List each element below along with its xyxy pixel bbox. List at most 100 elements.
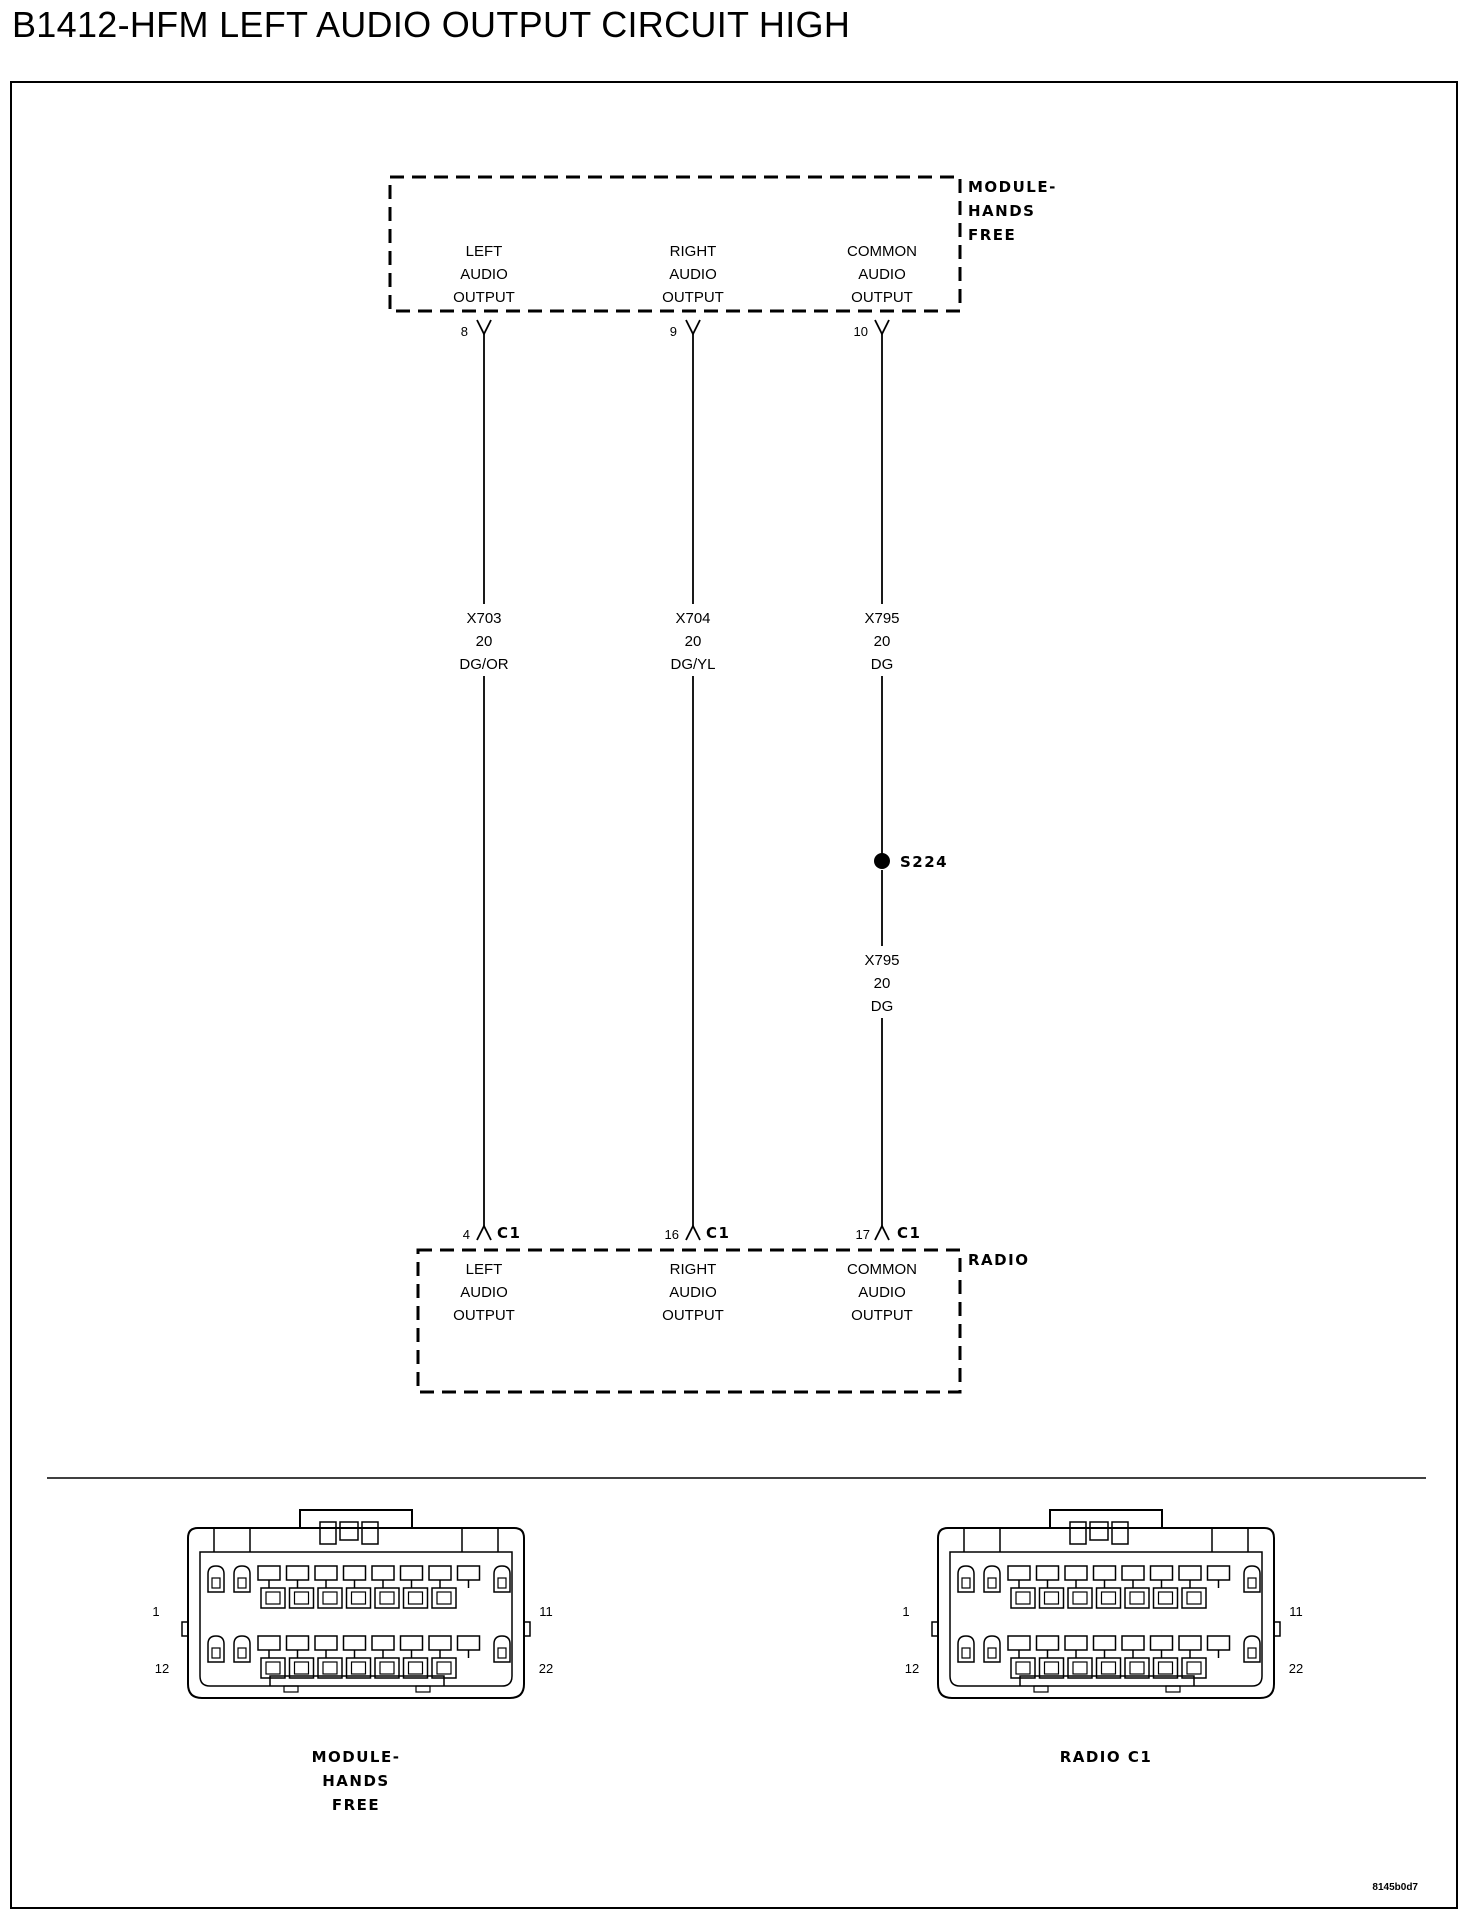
pin-cavity xyxy=(1092,1565,1117,1581)
lower-cavity xyxy=(1067,1657,1093,1679)
pin-cavity xyxy=(1178,1635,1202,1651)
lower-cavity xyxy=(1038,1587,1065,1609)
pin-terminal xyxy=(497,1647,507,1659)
lower-cavity xyxy=(374,1657,400,1679)
lower-terminal xyxy=(1043,1661,1060,1675)
lower-cavity xyxy=(1038,1657,1065,1679)
pin-terminal xyxy=(987,1647,997,1659)
lower-terminal xyxy=(322,1661,338,1675)
lower-cavity xyxy=(374,1587,400,1609)
side-key xyxy=(931,1621,939,1637)
radio-pin-17-connector: C1 xyxy=(897,1224,921,1242)
pin-terminal xyxy=(211,1577,221,1589)
svg-text:X795: X795 xyxy=(864,610,899,627)
pin-terminal xyxy=(237,1577,247,1589)
bottom-rail xyxy=(1019,1675,1195,1686)
svg-text:HANDS: HANDS xyxy=(968,202,1035,220)
pin-terminal xyxy=(237,1647,247,1659)
lower-cavity xyxy=(1095,1657,1122,1679)
lower-terminal xyxy=(1043,1591,1060,1605)
pin-cavity xyxy=(1206,1635,1231,1651)
lower-terminal xyxy=(436,1591,452,1605)
svg-text:RIGHT: RIGHT xyxy=(670,243,717,260)
radio-pin-4: 4 xyxy=(463,1227,470,1242)
svg-text:DG/YL: DG/YL xyxy=(670,656,715,673)
svg-text:OUTPUT: OUTPUT xyxy=(453,1307,515,1324)
lower-terminal xyxy=(265,1661,281,1675)
hfm-pin-9-terminal xyxy=(685,319,701,337)
pin-cavity xyxy=(1121,1565,1145,1581)
lower-terminal xyxy=(407,1591,424,1605)
pin-cavity xyxy=(957,1635,975,1663)
svg-text:OUTPUT: OUTPUT xyxy=(453,289,515,306)
lower-cavity xyxy=(431,1587,457,1609)
svg-text:AUDIO: AUDIO xyxy=(858,266,906,283)
connector-housing xyxy=(187,1527,525,1699)
pin-cavity xyxy=(1206,1565,1231,1581)
svg-text:20: 20 xyxy=(685,633,702,650)
radio-pin-16-connector: C1 xyxy=(706,1224,730,1242)
diagram-frame xyxy=(10,81,1458,1909)
pin-cavity xyxy=(1035,1565,1060,1581)
svg-text:DG/OR: DG/OR xyxy=(459,656,508,673)
lower-cavity xyxy=(1010,1587,1036,1609)
hfm-pin-10-terminal xyxy=(874,319,890,337)
lower-terminal xyxy=(1186,1661,1202,1675)
hfm-pin-8-terminal xyxy=(476,319,492,337)
lower-terminal xyxy=(350,1661,367,1675)
pin-cavity xyxy=(428,1565,452,1581)
pin-cavity xyxy=(1149,1635,1174,1651)
radio-input-right-label: RIGHT AUDIO OUTPUT xyxy=(662,1261,724,1324)
pin-cavity xyxy=(207,1565,225,1593)
svg-text:LEFT: LEFT xyxy=(466,243,503,260)
lower-cavity xyxy=(260,1657,286,1679)
radio-pin-16: 16 xyxy=(665,1227,679,1242)
lower-cavity xyxy=(1010,1657,1036,1679)
hfm-face-pin-11: 11 xyxy=(539,1604,553,1619)
lower-terminal xyxy=(1157,1591,1174,1605)
pin-cavity xyxy=(1178,1565,1202,1581)
latch-tab xyxy=(339,1521,359,1541)
latch-tab xyxy=(319,1521,337,1545)
lower-cavity xyxy=(1181,1587,1207,1609)
bottom-rail xyxy=(269,1675,445,1686)
hfm-output-common-label: COMMON AUDIO OUTPUT xyxy=(847,243,917,306)
svg-text:OUTPUT: OUTPUT xyxy=(851,289,913,306)
latch-tab xyxy=(361,1521,379,1545)
radio-face-pin-1: 1 xyxy=(902,1604,909,1619)
bottom-notch xyxy=(415,1685,431,1693)
hfm-output-right-label: RIGHT AUDIO OUTPUT xyxy=(662,243,724,306)
radio-pin-4-terminal xyxy=(476,1223,492,1241)
lower-cavity xyxy=(431,1657,457,1679)
wire-label-x795-below-splice: X795 20 DG xyxy=(864,952,899,1015)
lower-cavity xyxy=(345,1587,372,1609)
bottom-notch xyxy=(283,1685,299,1693)
svg-text:X704: X704 xyxy=(675,610,710,627)
radio-input-common-label: COMMON AUDIO OUTPUT xyxy=(847,1261,917,1324)
lower-terminal xyxy=(265,1591,281,1605)
lower-cavity xyxy=(288,1657,315,1679)
svg-text:DG: DG xyxy=(871,656,894,673)
pin-cavity xyxy=(233,1565,251,1593)
svg-text:OUTPUT: OUTPUT xyxy=(662,289,724,306)
figure-code: 8145b0d7 xyxy=(1372,1882,1418,1893)
pin-cavity xyxy=(207,1635,225,1663)
lower-cavity xyxy=(1067,1587,1093,1609)
lower-terminal xyxy=(293,1591,310,1605)
pin-cavity xyxy=(493,1565,511,1593)
pin-cavity xyxy=(285,1565,310,1581)
lower-terminal xyxy=(436,1661,452,1675)
lower-terminal xyxy=(1100,1591,1117,1605)
page-title: B1412-HFM LEFT AUDIO OUTPUT CIRCUIT HIGH xyxy=(12,4,851,45)
lower-cavity xyxy=(317,1657,343,1679)
radio-face-pin-22: 22 xyxy=(1289,1661,1303,1676)
pin-cavity xyxy=(1064,1565,1088,1581)
pin-terminal xyxy=(211,1647,221,1659)
lower-cavity xyxy=(260,1587,286,1609)
wire-label-x704: X704 20 DG/YL xyxy=(670,610,715,673)
hfm-pin-9: 9 xyxy=(670,324,677,339)
lower-cavity xyxy=(1124,1587,1150,1609)
lower-terminal xyxy=(1129,1591,1145,1605)
lower-terminal xyxy=(350,1591,367,1605)
svg-text:RIGHT: RIGHT xyxy=(670,1261,717,1278)
